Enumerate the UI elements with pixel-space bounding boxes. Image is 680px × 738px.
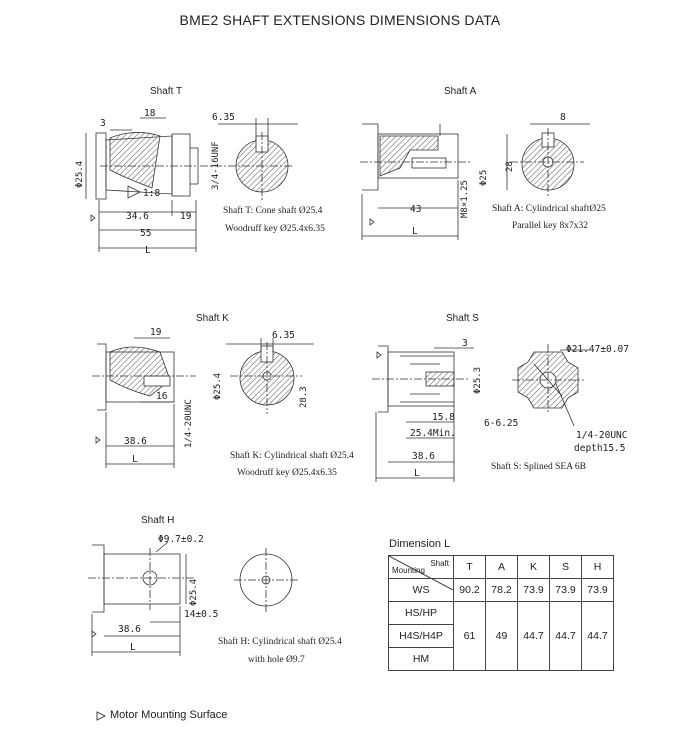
dimension-l-table: Shaft Mounting T A K S H WS 90.2 78.2 73… <box>388 555 614 671</box>
shaft-t-caption-2: Woodruff key Ø25.4x6.35 <box>225 224 325 234</box>
shaft-t-end-view <box>200 118 298 200</box>
shaft-a-caption-1: Shaft A: Cylindrical shaftØ25 <box>492 204 606 214</box>
dim-a-28: 28 <box>505 161 515 172</box>
shaft-s-end-view <box>512 344 590 427</box>
cell-ws-k: 73.9 <box>517 578 550 602</box>
cell-h4-a: 49 <box>485 601 518 671</box>
col-header-t: T <box>453 555 486 579</box>
table-row: WS 90.2 78.2 73.9 73.9 73.9 <box>388 578 614 602</box>
dim-h-hole: Φ9.7±0.2 <box>158 534 204 545</box>
dim-k-16: 16 <box>156 391 168 402</box>
dim-a-key: 8 <box>560 112 566 123</box>
dim-a-43: 43 <box>410 204 421 215</box>
legend-text: Motor Mounting Surface <box>110 709 228 721</box>
col-header-k: K <box>517 555 550 579</box>
dim-t-taper: 1:8 <box>143 188 160 199</box>
shaft-s-caption-1: Shaft S: Splined SEA 6B <box>491 462 587 472</box>
row-label-hm: HM <box>388 647 454 671</box>
dim-k-unc: 1/4-20UNC <box>184 399 194 448</box>
col-header-s: S <box>549 555 582 579</box>
dim-s-min: 25.4Min. <box>410 428 456 439</box>
dim-s-38-6: 38.6 <box>412 451 435 462</box>
header-mounting: Mounting <box>392 566 425 575</box>
shaft-h-caption-2: with hole Ø9.7 <box>248 655 305 665</box>
shaft-a-label: Shaft A <box>444 86 477 97</box>
dim-s-unc: 1/4-20UNC <box>576 430 627 441</box>
dim-t-18: 18 <box>144 108 156 119</box>
table-corner-cell: Shaft Mounting <box>388 555 454 590</box>
table-row: HM <box>388 647 614 671</box>
header-shaft: Shaft <box>430 559 449 568</box>
dim-t-dia: Φ25.4 <box>75 161 85 188</box>
cell-h4-s: 44.7 <box>549 601 582 671</box>
dimension-table-title: Dimension L <box>389 538 451 550</box>
cell-ws-t: 90.2 <box>453 578 486 602</box>
dim-h-l: L <box>130 642 136 653</box>
shaft-t-caption-1: Shaft T: Cone shaft Ø25.4 <box>223 206 323 216</box>
dim-t-19: 19 <box>180 211 192 222</box>
cell-ws-s: 73.9 <box>549 578 582 602</box>
shaft-k-end-view <box>226 338 314 414</box>
shaft-t-label: Shaft T <box>150 86 183 97</box>
dim-a-m8: M8×1.25 <box>460 180 470 218</box>
shaft-h-caption-1: Shaft H: Cylindrical shaft Ø25.4 <box>218 637 342 647</box>
dim-s-six: 6-6.25 <box>484 418 518 429</box>
dim-t-34-6: 34.6 <box>126 211 149 222</box>
dim-h-38-6: 38.6 <box>118 624 141 635</box>
dim-t-55: 55 <box>140 228 151 239</box>
cell-ws-h: 73.9 <box>581 578 614 602</box>
shaft-h-side-view <box>88 541 194 656</box>
dim-t-3: 3 <box>100 118 106 129</box>
shaft-a-caption-2: Parallel key 8x7x32 <box>512 221 588 231</box>
dim-k-19: 19 <box>150 327 162 338</box>
cell-h4-k: 44.7 <box>517 601 550 671</box>
shaft-k-caption-1: Shaft K: Cylindrical shaft Ø25.4 <box>230 451 354 461</box>
row-label-h4s: H4S/H4P <box>388 624 454 648</box>
cell-h4-h: 44.7 <box>581 601 614 671</box>
cell-h4-t: 61 <box>453 601 486 671</box>
dim-a-l: L <box>412 226 418 237</box>
shaft-s-side-view <box>372 345 474 482</box>
shaft-h-end-view <box>234 548 300 612</box>
dim-k-28: 28.3 <box>299 386 309 408</box>
cell-ws-a: 78.2 <box>485 578 518 602</box>
col-header-h: H <box>581 555 614 579</box>
row-label-hshp: HS/HP <box>388 601 454 625</box>
mounting-surface-icon <box>96 711 106 721</box>
shaft-s-label: Shaft S <box>446 313 479 324</box>
shaft-a-end-view <box>506 123 590 198</box>
shaft-h-label: Shaft H <box>141 515 175 526</box>
dim-s-15-8: 15.8 <box>432 412 455 423</box>
dim-k-dia: Φ25.4 <box>213 373 223 400</box>
dim-s-3: 3 <box>462 338 468 349</box>
table-row: HS/HP 61 49 44.7 44.7 44.7 <box>388 601 614 671</box>
shaft-a-side-view <box>360 123 470 240</box>
dim-k-key: 6.35 <box>272 330 295 341</box>
dim-k-38-6: 38.6 <box>124 436 147 447</box>
page-title: BME2 SHAFT EXTENSIONS DIMENSIONS DATA <box>179 12 501 28</box>
shaft-t-side-view <box>85 117 199 252</box>
dim-t-l: L <box>145 245 151 256</box>
table-header-row: Shaft Mounting T A K S H <box>388 555 614 590</box>
dim-s-dia: Φ25.3 <box>473 367 483 394</box>
dim-a-dia: Φ25 <box>479 170 489 186</box>
dim-h-14: 14±0.5 <box>184 609 218 620</box>
dim-h-dia: Φ25.4 <box>189 579 199 606</box>
dim-s-l: L <box>414 468 420 479</box>
shaft-k-side-view <box>92 337 196 468</box>
dim-t-key: 6.35 <box>212 112 235 123</box>
dim-t-unf: 3/4-16UNF <box>211 141 221 190</box>
shaft-k-caption-2: Woodruff key Ø25.4x6.35 <box>237 468 337 478</box>
dim-k-l: L <box>132 454 138 465</box>
dim-s-depth: depth15.5 <box>574 443 625 454</box>
col-header-a: A <box>485 555 518 579</box>
shaft-k-label: Shaft K <box>196 313 229 324</box>
dim-s-spline: Φ21.47±0.07 <box>566 344 629 355</box>
